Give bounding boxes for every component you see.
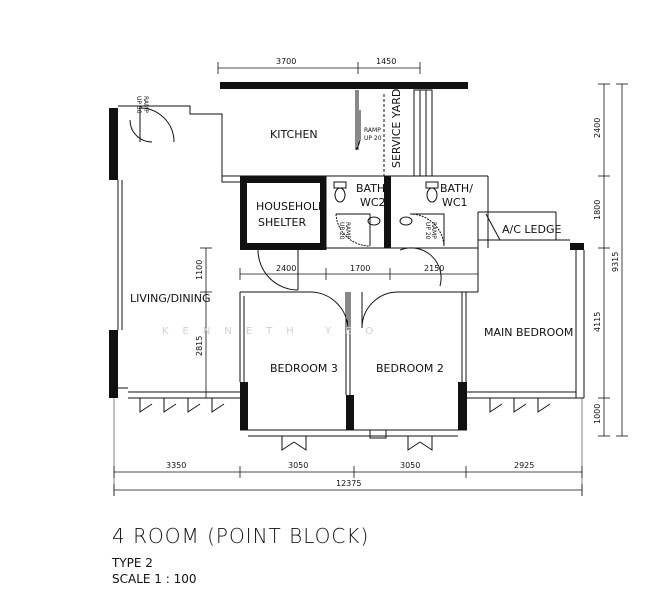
dim-bottom-1: 3350: [166, 461, 186, 470]
sanitary-fixtures: [333, 181, 439, 226]
floor-plan: KENNETH YEO KITCHEN SERVICE YARD HOUSEHO…: [109, 57, 628, 496]
living-dining-label: LIVING/DINING: [130, 292, 211, 305]
dimension-lines: [113, 62, 628, 496]
ac-ledge-label: A/C LEDGE: [502, 223, 561, 236]
plan-scale: SCALE 1 : 100: [112, 572, 197, 586]
dim-overall: 12375: [336, 479, 361, 488]
household-shelter-label-2: SHELTER: [258, 216, 306, 229]
wc1-ramp-label-1: RAMP: [430, 222, 437, 239]
dim-right-3: 4115: [593, 312, 602, 332]
dim-mid-3: 2150: [424, 264, 444, 273]
main-bedroom-label: MAIN BEDROOM: [484, 326, 573, 339]
kitchen-label: KITCHEN: [270, 128, 318, 141]
dim-bottom-2: 3050: [288, 461, 308, 470]
dim-top-2: 1450: [376, 57, 396, 66]
kitchen-ramp-label-1: RAMP: [364, 127, 381, 134]
plan-type: TYPE 2: [112, 556, 153, 570]
bath-wc1-label-1: BATH/: [440, 182, 473, 195]
entry-ramp-label-2: UP 50: [135, 96, 142, 114]
service-yard-fixture: [355, 89, 433, 177]
plan-title: 4 ROOM (POINT BLOCK): [112, 524, 370, 548]
entry-ramp-label-1: RAMP: [142, 96, 149, 113]
household-shelter-label-1: HOUSEHOLD: [256, 200, 326, 213]
dim-right-2: 1800: [593, 200, 602, 220]
dim-bottom-4: 2925: [514, 461, 534, 470]
dim-right-1: 2400: [593, 118, 602, 138]
service-yard-label: SERVICE YARD: [390, 89, 403, 168]
dim-left-1: 1100: [195, 260, 204, 280]
wc1-ramp-label-2: UP 20: [424, 222, 431, 240]
bedroom2-label: BEDROOM 2: [376, 362, 444, 375]
bath-wc2-label-1: BATH/: [356, 182, 389, 195]
bath-wc2-label-2: WC2: [360, 196, 386, 209]
wc2-ramp-label-2: UP 20: [338, 222, 345, 240]
door-swings: [129, 107, 501, 331]
dim-mid-2: 1700: [350, 264, 370, 273]
bedroom3-label: BEDROOM 3: [270, 362, 338, 375]
dim-top-1: 3700: [276, 57, 296, 66]
kitchen-ramp-label-2: UP 20: [364, 135, 382, 142]
dim-mid-1: 2400: [276, 264, 296, 273]
windows: [139, 398, 551, 451]
bath-wc1-label-2: WC1: [442, 196, 468, 209]
dim-left-2: 2815: [195, 336, 204, 356]
thin-walls: [117, 105, 585, 437]
thick-walls: [109, 82, 584, 430]
watermark: KENNETH YEO: [162, 326, 387, 337]
dim-right-4: 1000: [593, 404, 602, 424]
dim-bottom-3: 3050: [400, 461, 420, 470]
wc2-ramp-label-1: RAMP: [344, 222, 351, 239]
dim-right-overall: 9315: [611, 252, 620, 272]
